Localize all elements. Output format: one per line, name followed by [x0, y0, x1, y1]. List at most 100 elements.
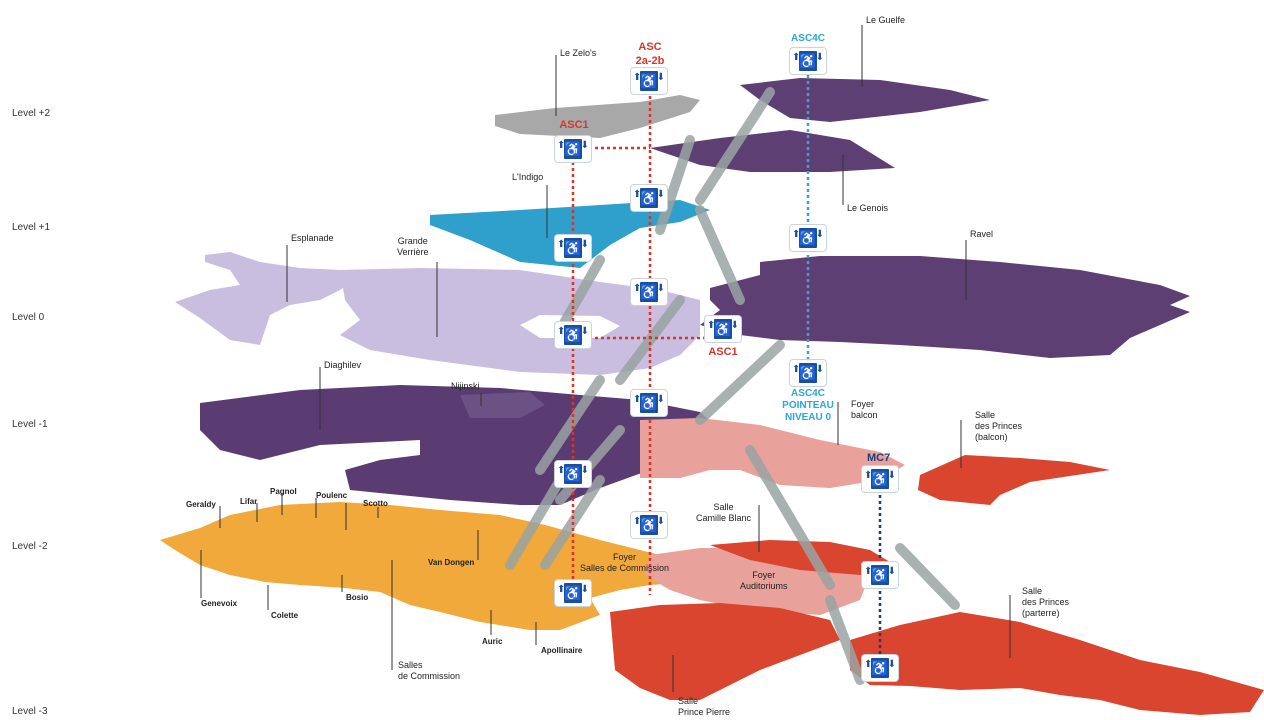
escalator-3[interactable]	[695, 205, 745, 305]
lift-icon-asc-2a-2b-plus1[interactable]: ⬆♿⬇	[631, 185, 667, 211]
lift-icon-asc-2a-2b-top[interactable]: ⬆♿⬇	[631, 68, 667, 94]
lift-icon-asc4c-plus1[interactable]: ⬆♿⬇	[790, 225, 826, 251]
lift-icon-asc-2a-2b-minus1[interactable]: ⬆♿⬇	[631, 390, 667, 416]
lift-icon-asc4c-bottom[interactable]: ⬆♿⬇	[790, 360, 826, 386]
label-le-zelos: Le Zelo's	[560, 48, 597, 58]
label-genevoix: Genevoix	[201, 599, 238, 608]
level-label-minus3: Level -3	[12, 706, 48, 717]
lift-icon-mc7[interactable]: ⬆♿⬇	[862, 466, 898, 492]
room-salle-des-princes-balcon[interactable]	[918, 455, 1110, 505]
accessible-routes	[571, 75, 882, 660]
wheelchair-icon: ♿	[564, 583, 582, 603]
label-colette: Colette	[271, 611, 299, 620]
label-asc1-top: ASC1	[559, 119, 589, 131]
level-label-plus1: Level +1	[12, 222, 51, 233]
wheelchair-icon: ♿	[640, 393, 658, 413]
leader-lines	[200, 25, 1011, 692]
label-asc4c-bottom: ASC4C POINTEAU NIVEAU 0	[782, 388, 834, 423]
wheelchair-icon: ♿	[871, 469, 889, 489]
room-le-genois[interactable]	[650, 130, 895, 172]
label-foyer-balcon: Foyer balcon	[851, 399, 878, 420]
label-geraldy: Geraldy	[186, 500, 216, 509]
wheelchair-icon: ♿	[714, 319, 732, 339]
label-poulenc: Poulenc	[316, 491, 348, 500]
label-mc7: MC7	[867, 452, 891, 464]
escalator-6[interactable]	[695, 340, 785, 425]
room-grande-verriere[interactable]	[340, 268, 700, 375]
wheelchair-icon: ♿	[640, 71, 658, 91]
label-grande-verriere: Grande Verrière	[397, 236, 429, 257]
label-asc4c-top: ASC4C	[791, 33, 825, 44]
label-lindigo: L'Indigo	[512, 172, 544, 182]
room-esplanade[interactable]	[175, 252, 355, 345]
label-le-genois: Le Genois	[847, 203, 889, 213]
room-le-guelfe[interactable]	[740, 78, 990, 122]
escalator-7[interactable]	[535, 375, 605, 475]
lift-icon-asc-2a-2b-level0[interactable]: ⬆♿⬇	[631, 279, 667, 305]
lift-icon-asc1-mid[interactable]: ⬆♿⬇	[705, 316, 741, 342]
label-esplanade: Esplanade	[291, 233, 334, 243]
room-salle-prince-pierre[interactable]	[610, 603, 840, 700]
label-foyer-auditoriums: Foyer Auditoriums	[740, 570, 788, 591]
room-foyer-balcon[interactable]	[640, 418, 905, 488]
escalator-11[interactable]	[745, 445, 835, 590]
label-le-guelfe: Le Guelfe	[866, 15, 906, 25]
label-asc-2a-2b: ASC 2a-2b	[635, 41, 665, 67]
lift-icon-asc4c-top[interactable]: ⬆♿⬇	[790, 48, 826, 74]
label-diaghilev: Diaghilev	[324, 360, 362, 370]
escalator-9[interactable]	[505, 475, 565, 570]
lift-icon-asc1-minus1[interactable]: ⬆♿⬇	[555, 461, 591, 487]
label-salles-de-commission: Salles de Commission	[398, 660, 461, 681]
label-bosio: Bosio	[346, 593, 369, 602]
lift-icon-mc7-minus3[interactable]: ⬆♿⬇	[862, 655, 898, 681]
wheelchair-icon: ♿	[799, 51, 817, 71]
escalator-1[interactable]	[695, 87, 775, 205]
wheelchair-icon: ♿	[640, 282, 658, 302]
wheelchair-icon: ♿	[871, 658, 889, 678]
label-lifar: Lifar	[240, 497, 258, 506]
room-ravel[interactable]	[700, 256, 1190, 358]
escalator-12[interactable]	[825, 595, 865, 685]
label-asc1-mid: ASC1	[708, 346, 738, 358]
label-auric: Auric	[482, 637, 503, 646]
room-salle-des-princes-parterre[interactable]	[850, 612, 1264, 715]
floor-level-plus1	[430, 200, 710, 268]
escalator-13[interactable]	[895, 543, 960, 610]
lift-icon-asc1-plus1[interactable]: ⬆♿⬇	[555, 235, 591, 261]
wheelchair-icon: ♿	[640, 188, 658, 208]
lift-icon-asc1-minus2[interactable]: ⬆♿⬇	[555, 580, 591, 606]
wheelchair-icon: ♿	[564, 325, 582, 345]
label-salle-des-princes-parterre: Salle des Princes (parterre)	[1022, 586, 1070, 618]
wheelchair-icon: ♿	[799, 228, 817, 248]
level-label-0: Level 0	[12, 312, 45, 323]
escalator-4[interactable]	[555, 255, 605, 335]
lift-icon-mc7-minus2[interactable]: ⬆♿⬇	[862, 562, 898, 588]
wheelchair-icon: ♿	[871, 565, 889, 585]
label-salle-prince-pierre: Salle Prince Pierre	[678, 696, 731, 717]
label-salle-camille-blanc: Salle Camille Blanc	[696, 502, 752, 523]
wheelchair-icon: ♿	[564, 238, 582, 258]
label-ravel: Ravel	[970, 229, 994, 239]
level-label-plus2: Level +2	[12, 108, 51, 119]
room-lindigo[interactable]	[430, 200, 710, 268]
room-salle-camille-blanc[interactable]	[710, 540, 890, 575]
floor-level-0	[175, 252, 1190, 375]
label-van-dongen: Van Dongen	[428, 558, 475, 567]
lift-icon-asc1-level0[interactable]: ⬆♿⬇	[555, 322, 591, 348]
floor-level-minus3	[610, 603, 1264, 715]
label-scotto: Scotto	[363, 499, 388, 508]
level-label-minus2: Level -2	[12, 541, 48, 552]
escalator-2[interactable]	[655, 135, 695, 235]
level-label-minus1: Level -1	[12, 419, 48, 430]
label-pagnol: Pagnol	[270, 487, 297, 496]
lift-icon-asc1-top[interactable]: ⬆♿⬇	[555, 136, 591, 162]
label-foyer-salles-de-commission: Foyer Salles de Commission	[580, 552, 670, 573]
label-nijinski: Nijinski	[451, 381, 480, 391]
wheelchair-icon: ♿	[564, 139, 582, 159]
floor-level-plus2	[495, 78, 990, 172]
lift-icon-asc-2a-2b-minus2[interactable]: ⬆♿⬇	[631, 512, 667, 538]
label-salle-des-princes-balcon: Salle des Princes (balcon)	[975, 410, 1023, 442]
room-le-zelos[interactable]	[495, 95, 700, 138]
escalator-5[interactable]	[615, 295, 685, 385]
